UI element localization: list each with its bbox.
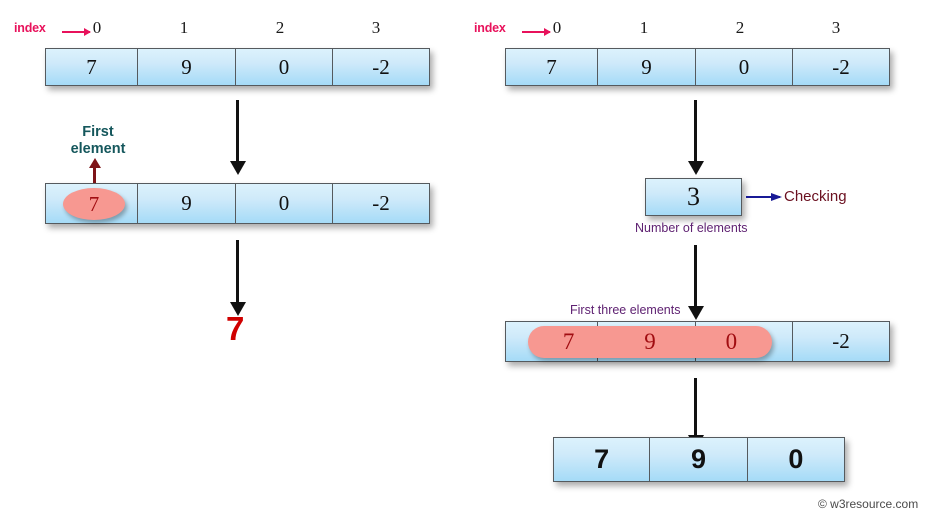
right-pill-value-1: 9 xyxy=(644,329,656,354)
right-highlight-caption: First three elements xyxy=(570,303,681,317)
right-source-array: 7 9 0 -2 xyxy=(505,48,890,86)
left-callout-line-2: element xyxy=(70,141,126,157)
right-pill-value-0: 7 xyxy=(562,329,575,354)
left-index-arrow xyxy=(62,28,91,36)
left-index-ruler: index 0 1 2 3 xyxy=(14,18,434,42)
left-source-cell-0: 7 xyxy=(46,49,138,85)
right-index-2: 2 xyxy=(735,18,745,37)
right-result-cell-0: 7 xyxy=(554,438,651,481)
left-source-cell-2: 0 xyxy=(236,49,333,85)
right-count-box: 3 xyxy=(645,178,742,216)
left-source-cell-1: 9 xyxy=(138,49,236,85)
left-result-value: 7 xyxy=(226,310,245,347)
left-flow-arrow-2 xyxy=(229,240,246,316)
right-source-cell-1: 9 xyxy=(598,49,696,85)
right-count-caption: Number of elements xyxy=(635,221,748,235)
right-result-cell-2: 0 xyxy=(747,438,844,481)
left-index-3: 3 xyxy=(371,18,381,37)
left-source-array: 7 9 0 -2 xyxy=(45,48,430,86)
right-count-value: 3 xyxy=(646,179,741,215)
right-index-0: 0 xyxy=(552,18,562,37)
right-index-3: 3 xyxy=(831,18,841,37)
right-source-cell-2: 0 xyxy=(696,49,793,85)
left-index-label: index xyxy=(14,21,46,35)
right-checking-label: Checking xyxy=(784,188,847,205)
left-callout-line-1: First xyxy=(82,124,114,140)
left-index-2: 2 xyxy=(275,18,285,37)
right-source-cell-3: -2 xyxy=(793,49,889,85)
right-flow-arrow-3 xyxy=(687,378,704,449)
right-pill-value-2: 0 xyxy=(725,329,738,354)
right-flow-arrow-1 xyxy=(687,100,704,175)
right-result-array: 7 9 0 xyxy=(553,437,845,482)
left-source-cell-3: -2 xyxy=(333,49,429,85)
left-callout-arrow xyxy=(89,158,100,188)
right-result-cell-1: 9 xyxy=(650,438,748,481)
right-checking-arrow xyxy=(746,192,782,201)
left-index-0: 0 xyxy=(92,18,102,37)
left-index-1: 1 xyxy=(179,18,189,37)
left-highlight-cell-1: 9 xyxy=(138,184,236,223)
right-highlight-cell-3: -2 xyxy=(793,322,889,361)
left-highlight-cell-2: 0 xyxy=(236,184,333,223)
left-flow-arrow-1 xyxy=(229,100,246,175)
right-index-arrow xyxy=(522,28,551,36)
right-source-cell-0: 7 xyxy=(506,49,598,85)
watermark: © w3resource.com xyxy=(818,497,919,511)
right-index-label: index xyxy=(474,21,506,35)
right-index-1: 1 xyxy=(639,18,649,37)
right-highlight-pill: 7 9 0 xyxy=(528,326,772,358)
left-highlight-ellipse: 7 xyxy=(63,188,125,220)
right-index-ruler: index 0 1 2 3 xyxy=(474,18,894,42)
left-first-element-callout: First element xyxy=(52,124,144,158)
right-flow-arrow-2 xyxy=(687,245,704,320)
left-highlight-cell-3: -2 xyxy=(333,184,429,223)
